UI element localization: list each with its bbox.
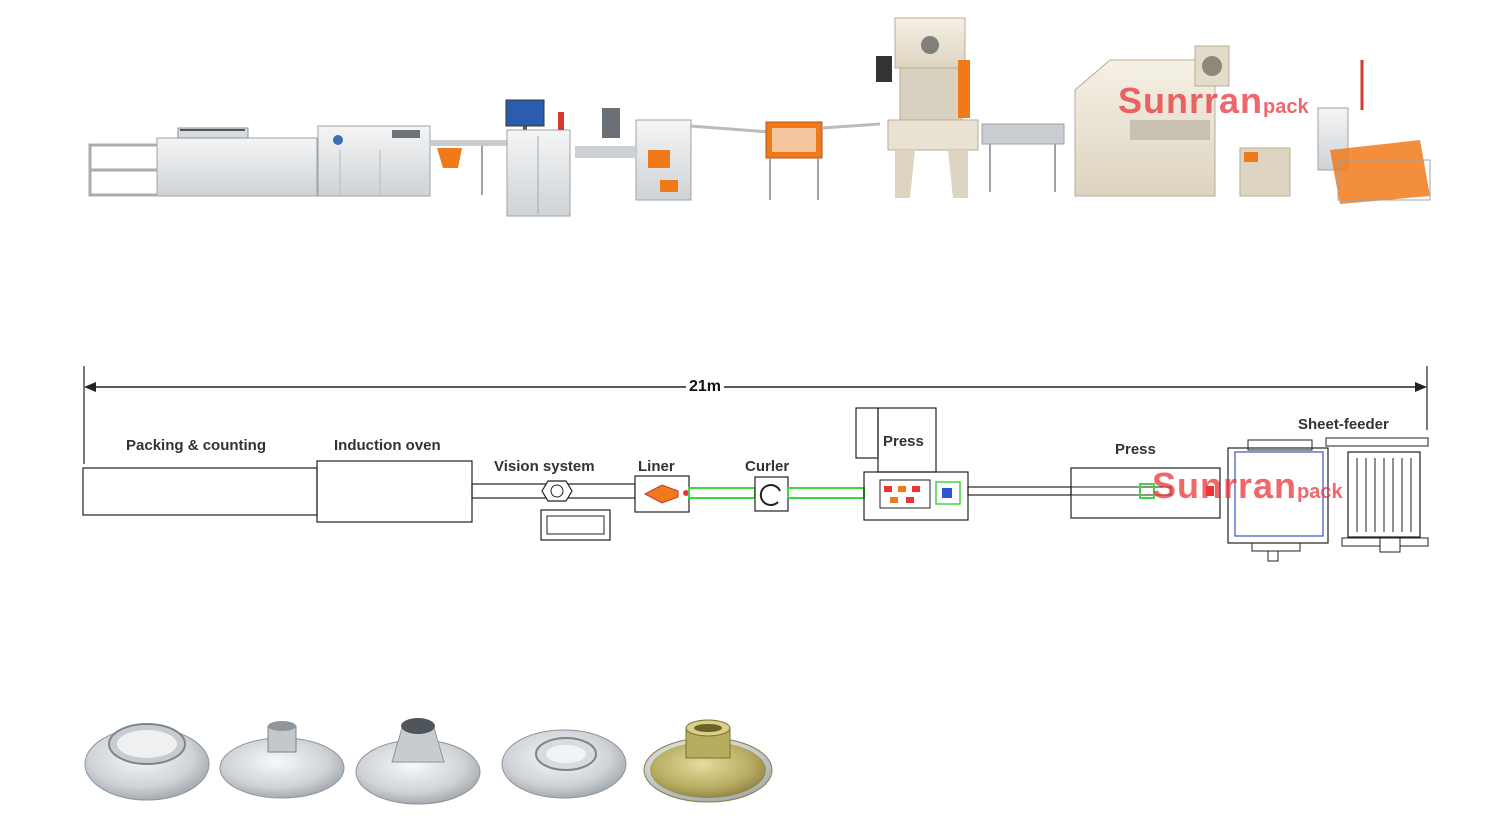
vision-console (540, 509, 611, 541)
vision-system-label: Vision system (494, 458, 595, 475)
liner-label: Liner (638, 458, 675, 475)
feeder-stack (1347, 451, 1421, 538)
packing-machine-photo (88, 127, 318, 197)
press-1-bed (863, 471, 969, 521)
packing-counting-label: Packing & counting (126, 437, 267, 454)
press-1-top (855, 407, 879, 459)
curler-photo (765, 121, 881, 200)
curler-label: Curler (745, 458, 790, 475)
product-conical-spout (355, 718, 481, 805)
sheet-feeder-photo (1239, 60, 1431, 204)
brand-watermark-top: Sunrranpack (1118, 80, 1309, 122)
product-open-ring-spout (84, 723, 210, 801)
press-1-label: Press (883, 433, 924, 450)
watermark-brand: Sunrran (1118, 80, 1264, 121)
press-2-label: Press (1115, 441, 1156, 458)
brand-watermark-diagram: Sunrranpack (1152, 465, 1343, 507)
oven-block (316, 460, 473, 523)
induction-oven-photo (317, 125, 431, 197)
liner-machine-photo (575, 108, 771, 201)
watermark-suffix: pack (1263, 96, 1309, 118)
product-flat-ring-spout (501, 729, 627, 799)
production-line-illustration (88, 17, 1431, 217)
link-conveyor (967, 486, 1072, 496)
vision-system-photo (505, 99, 571, 217)
total-length-label: 21m (686, 378, 725, 396)
line-layout-diagram (82, 366, 1429, 562)
watermark-suffix: pack (1297, 481, 1343, 503)
product-samples (84, 718, 773, 805)
green-conveyor-2 (787, 487, 865, 499)
mid-conveyor-photo (981, 123, 1065, 192)
transfer-conveyor-photo (430, 140, 510, 195)
product-threaded-spout (219, 721, 345, 799)
press-1-photo (876, 17, 979, 198)
green-conveyor-1 (688, 487, 756, 499)
product-gold-threaded-spout (643, 719, 773, 803)
watermark-brand: Sunrran (1152, 465, 1298, 506)
press-2-photo (1074, 45, 1230, 197)
induction-oven-label: Induction oven (334, 437, 441, 454)
vision-camera (541, 480, 573, 502)
packing-block (82, 467, 318, 516)
sheet-feeder-label: Sheet-feeder (1298, 416, 1389, 433)
